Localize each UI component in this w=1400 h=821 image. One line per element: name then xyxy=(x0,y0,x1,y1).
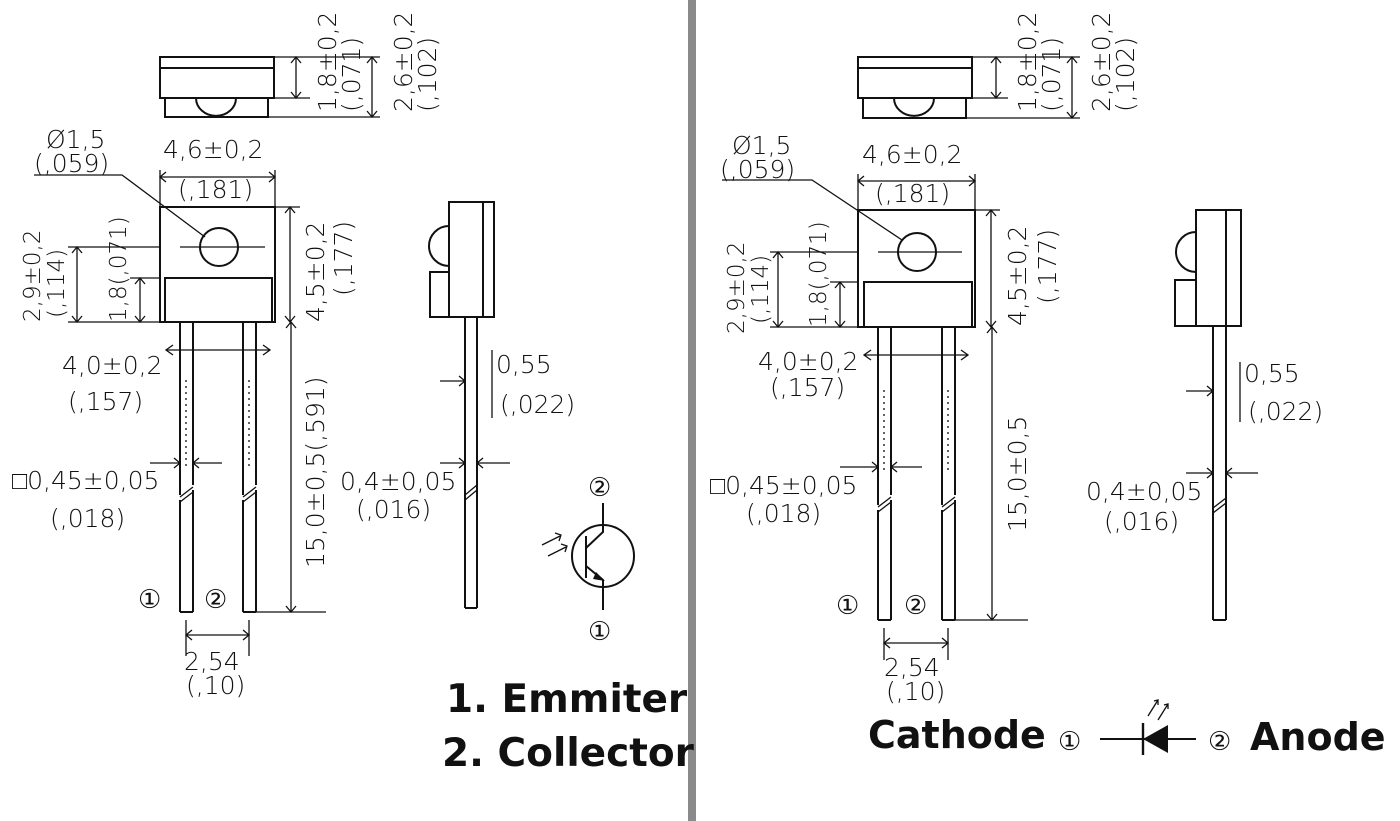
left-lead-sq-label: □0,45±0,05 xyxy=(12,466,159,495)
left-pitch40-label: 4,0±0,2 xyxy=(62,351,162,380)
left-panel: 1,8±0,2 (,071) 2,6±0,2 (,102) Ø1,5 (,059… xyxy=(12,12,695,776)
left-h29-label: 2,9±0,2 xyxy=(20,230,46,322)
right-top-h2-inch-label: (,102) xyxy=(1111,37,1140,112)
right-pitch254-inch-label: (,10) xyxy=(886,677,945,706)
right-diameter-label: Ø1,5 xyxy=(732,131,791,160)
right-top-view: 1,8±0,2 (,071) 2,6±0,2 (,102) xyxy=(857,12,1140,120)
left-legend-line2: 2. Collector xyxy=(442,731,695,776)
left-h29-inch-label: (,114) xyxy=(44,249,70,318)
symbol-pin1-label: ① xyxy=(588,617,611,647)
left-top-h1-label: 1,8±0,2 xyxy=(313,12,342,112)
left-side-w-inch-label: (,022) xyxy=(500,390,575,419)
left-pin2-label: ② xyxy=(204,585,227,615)
right-pitch254-label: 2,54 xyxy=(884,653,940,682)
left-lead-length-label: 15,0±0,5(,591) xyxy=(301,376,330,568)
right-h29-inch-label: (,114) xyxy=(748,255,774,324)
left-side-view: 0,55 (,022) 0,4±0,05 (,016) xyxy=(340,201,575,609)
left-pin1-label: ① xyxy=(138,585,161,615)
right-side-t-inch-label: (,016) xyxy=(1104,507,1179,536)
left-width-label: 4,6±0,2 xyxy=(163,135,263,164)
left-pitch40-inch-label: (,157) xyxy=(68,387,143,416)
right-side-w-label: 0,55 xyxy=(1244,359,1300,388)
left-width-inch-label: (,181) xyxy=(178,175,253,204)
right-top-h2-label: 2,6±0,2 xyxy=(1087,12,1116,112)
right-pin2-label: ② xyxy=(904,591,927,621)
anode-label: Anode xyxy=(1250,715,1386,759)
right-panel: 1,8±0,2 (,071) 2,6±0,2 (,102) Ø1,5 (,059… xyxy=(710,12,1386,759)
right-lead-length-label: 15,0±0,5 xyxy=(1003,416,1032,532)
left-front-view: Ø1,5 (,059) 4,6±0,2 (,181) 2,9±0,2 (,114… xyxy=(12,125,358,700)
left-side-t-label: 0,4±0,05 xyxy=(340,467,456,496)
right-side-t-label: 0,4±0,05 xyxy=(1086,477,1202,506)
left-pitch254-inch-label: (,10) xyxy=(186,671,245,700)
right-top-h1-inch-label: (,071) xyxy=(1037,37,1066,112)
left-top-view: 1,8±0,2 (,071) 2,6±0,2 (,102) xyxy=(159,12,442,119)
right-side-view: 0,55 (,022) 0,4±0,05 (,016) xyxy=(1086,209,1323,621)
left-top-h1-inch-label: (,071) xyxy=(337,37,366,112)
right-h45-label: 4,5±0,2 xyxy=(1003,226,1032,326)
right-top-h1-label: 1,8±0,2 xyxy=(1013,12,1042,112)
led-symbol-pin2-label: ② xyxy=(1208,727,1231,757)
left-side-w-label: 0,55 xyxy=(496,350,552,379)
right-h45-inch-label: (,177) xyxy=(1033,229,1062,304)
right-lead-sq-inch-label: (,018) xyxy=(746,499,821,528)
right-h29-label: 2,9±0,2 xyxy=(724,242,750,334)
left-top-h2-inch-label: (,102) xyxy=(413,37,442,112)
left-diameter-inch-label: (,059) xyxy=(34,149,109,178)
led-symbol: Cathode ① ② Anode xyxy=(868,699,1386,759)
left-front-leads xyxy=(179,322,257,613)
left-h45-label: 4,5±0,2 xyxy=(301,222,330,322)
right-diameter-inch-label: (,059) xyxy=(720,155,795,184)
left-diameter-label: Ø1,5 xyxy=(46,125,105,154)
right-width-label: 4,6±0,2 xyxy=(862,140,962,169)
right-pin1-label: ① xyxy=(836,591,859,621)
right-width-inch-label: (,181) xyxy=(875,179,950,208)
cathode-label: Cathode xyxy=(868,713,1046,757)
left-legend-line1: 1. Emmiter xyxy=(446,677,688,722)
right-lead-sq-label: □0,45±0,05 xyxy=(710,471,857,500)
right-h18-label: 1,8(,071) xyxy=(806,221,832,327)
left-h18-label: 1,8(,071) xyxy=(106,216,132,322)
right-pitch40-label: 4,0±0,2 xyxy=(758,347,858,376)
left-lead-sq-inch-label: (,018) xyxy=(50,504,125,533)
symbol-pin2-label: ② xyxy=(588,473,611,503)
phototransistor-symbol: ② ① xyxy=(541,473,635,647)
right-front-leads xyxy=(877,327,956,621)
left-side-t-inch-label: (,016) xyxy=(356,495,431,524)
panel-divider xyxy=(688,0,696,821)
left-top-h2-label: 2,6±0,2 xyxy=(389,12,418,112)
right-front-view: Ø1,5 (,059) 4,6±0,2 (,181) 2,9±0,2 (,114… xyxy=(710,131,1062,706)
left-h45-inch-label: (,177) xyxy=(329,221,358,296)
led-symbol-pin1-label: ① xyxy=(1058,727,1081,757)
right-pitch40-inch-label: (,157) xyxy=(770,373,845,402)
left-pitch254-label: 2,54 xyxy=(184,647,240,676)
right-side-w-inch-label: (,022) xyxy=(1248,397,1323,426)
